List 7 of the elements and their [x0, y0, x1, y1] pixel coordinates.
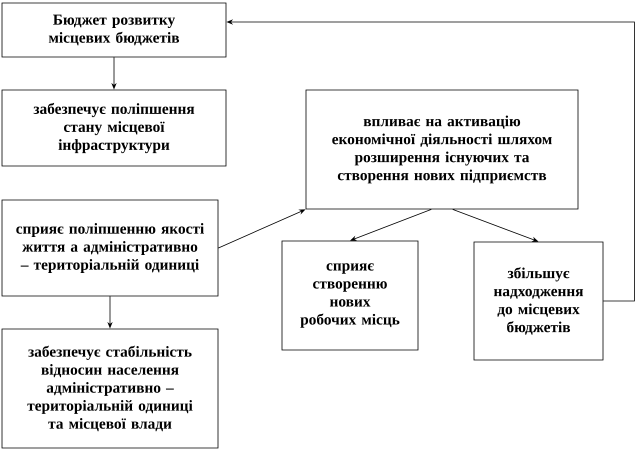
text-box: забезпечує стабільність відносин населення адміністративно – територіальній одиниці та місцевої влади: [2, 328, 218, 448]
text-box: сприяє створенню нових робочих місць: [282, 240, 418, 350]
text-box: сприяє поліпшенню якості життя а адміністративно – територіальній одиниці: [2, 200, 218, 296]
text-box: Бюджет розвитку місцевих бюджетів: [2, 2, 226, 58]
text-box: впливає на активацію економічної діяльності шляхом розширення існуючих та створення нових підприємств: [306, 90, 578, 210]
text-box: збільшує надходження до місцевих бюджетів: [474, 242, 604, 360]
text-box: забезпечує поліпшення стану місцевої інфраструктури: [2, 90, 226, 166]
